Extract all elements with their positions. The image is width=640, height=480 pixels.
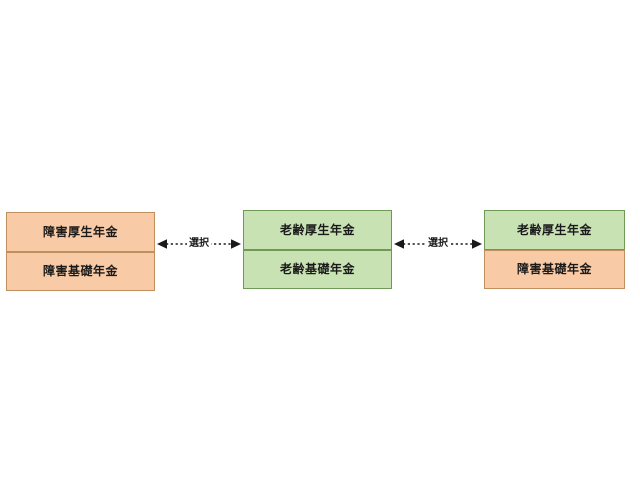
pension-box-left: 障害厚生年金 障害基礎年金 <box>6 212 155 291</box>
pension-box-right: 老齢厚生年金 障害基礎年金 <box>484 210 625 289</box>
connector-left-to-middle: 選択 <box>157 231 241 257</box>
pension-cell-oldage-employees: 老齢厚生年金 <box>484 210 625 250</box>
connector-label-selection: 選択 <box>187 238 211 249</box>
double-arrow-dotted-icon <box>157 239 241 249</box>
connector-label-selection: 選択 <box>426 238 450 249</box>
pension-box-middle: 老齢厚生年金 老齢基礎年金 <box>243 210 392 289</box>
pension-cell-disability-employees: 障害厚生年金 <box>6 212 155 252</box>
connector-middle-to-right: 選択 <box>394 231 482 257</box>
pension-cell-disability-basic: 障害基礎年金 <box>484 249 625 289</box>
pension-cell-oldage-employees: 老齢厚生年金 <box>243 210 392 250</box>
pension-cell-disability-basic: 障害基礎年金 <box>6 251 155 291</box>
pension-cell-oldage-basic: 老齢基礎年金 <box>243 249 392 289</box>
